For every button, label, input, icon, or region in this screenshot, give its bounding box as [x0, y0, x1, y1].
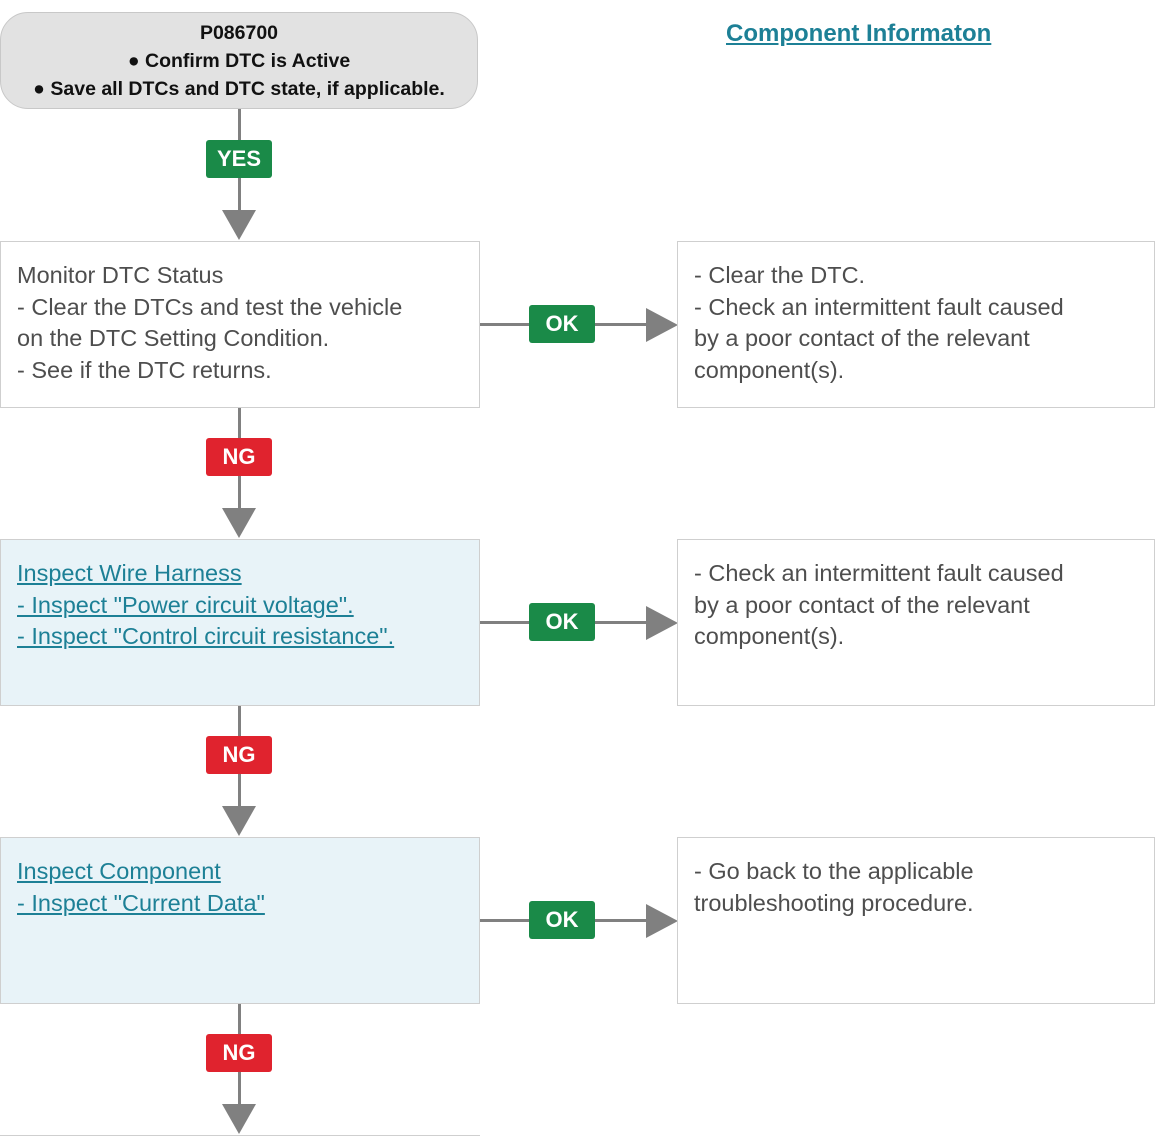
- ng-badge: NG: [206, 438, 272, 476]
- result-box: - Go back to the applicable troubleshoot…: [677, 837, 1155, 1004]
- confirm-dtc-step: ● Confirm DTC is Active: [127, 50, 351, 72]
- result-text: component(s).: [694, 623, 845, 649]
- arrow-down-icon: [222, 1104, 256, 1134]
- arrow-right-icon: [646, 308, 678, 342]
- result-text: by a poor contact of the relevant: [694, 591, 1030, 618]
- step-text: Monitor DTC Status: [17, 262, 224, 288]
- start-node: P086700 ● Confirm DTC is Active ● Save a…: [0, 12, 478, 109]
- result-box: - Check an intermittent fault caused by …: [677, 539, 1155, 706]
- inspect-wire-harness-box: Inspect Wire Harness - Inspect "Power ci…: [0, 539, 480, 706]
- inspect-wire-harness-link[interactable]: Inspect Wire Harness: [17, 560, 242, 586]
- result-text: - Check an intermittent fault caused: [694, 560, 1064, 586]
- yes-badge: YES: [206, 140, 272, 178]
- inspect-current-data-link[interactable]: - Inspect "Current Data": [17, 889, 265, 916]
- inspect-control-circuit-resistance-link[interactable]: - Inspect "Control circuit resistance".: [17, 623, 395, 649]
- result-box: - Clear the DTC. - Check an intermittent…: [677, 241, 1155, 408]
- result-text: troubleshooting procedure.: [694, 889, 974, 916]
- inspect-component-box: Inspect Component - Inspect "Current Dat…: [0, 837, 480, 1004]
- arrow-right-icon: [646, 904, 678, 938]
- step-text: - See if the DTC returns.: [17, 356, 272, 383]
- ok-badge: OK: [529, 603, 595, 641]
- dtc-code: P086700: [199, 22, 279, 44]
- arrow-down-icon: [222, 806, 256, 836]
- arrow-right-icon: [646, 606, 678, 640]
- result-text: - Go back to the applicable: [694, 858, 974, 884]
- monitor-dtc-status-box: Monitor DTC Status - Clear the DTCs and …: [0, 241, 480, 408]
- step-text: - Clear the DTCs and test the vehicle: [17, 293, 403, 320]
- arrow-down-icon: [222, 508, 256, 538]
- component-information-link[interactable]: Component Informaton: [726, 20, 992, 47]
- ok-badge: OK: [529, 901, 595, 939]
- step-text: on the DTC Setting Condition.: [17, 325, 330, 351]
- inspect-power-circuit-voltage-link[interactable]: - Inspect "Power circuit voltage".: [17, 591, 354, 618]
- save-dtc-step: ● Save all DTCs and DTC state, if applic…: [33, 78, 445, 100]
- ng-badge: NG: [206, 1034, 272, 1072]
- result-text: component(s).: [694, 356, 845, 383]
- result-text: - Clear the DTC.: [694, 262, 866, 288]
- result-text: by a poor contact of the relevant: [694, 325, 1030, 351]
- ng-badge: NG: [206, 736, 272, 774]
- inspect-component-link[interactable]: Inspect Component: [17, 858, 221, 884]
- arrow-down-icon: [222, 210, 256, 240]
- result-text: - Check an intermittent fault caused: [694, 293, 1064, 320]
- next-step-box-edge: [0, 1135, 480, 1139]
- ok-badge: OK: [529, 305, 595, 343]
